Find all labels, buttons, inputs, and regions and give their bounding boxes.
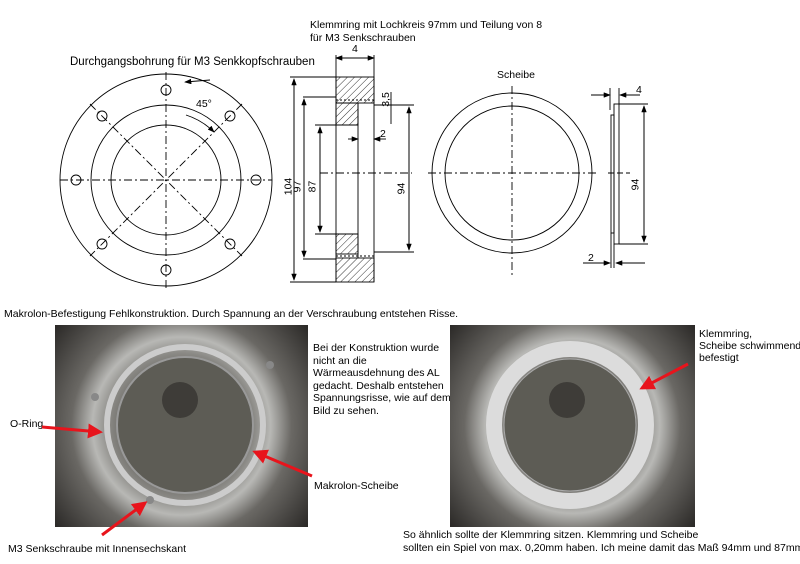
main-caption: Makrolon-Befestigung Fehlkonstruktion. D… bbox=[4, 308, 459, 320]
label-line: Klemmring, bbox=[699, 328, 753, 340]
note-line: Wärmeausdehnung des AL bbox=[313, 367, 440, 379]
photo1-note: Bei der Konstruktion wurde nicht an die … bbox=[313, 342, 451, 417]
note-line: Bei der Konstruktion wurde bbox=[313, 342, 440, 354]
label-line: Scheibe schwimmend bbox=[699, 340, 800, 352]
photo2-caption: So ähnlich sollte der Klemmring sitzen. … bbox=[403, 529, 800, 555]
clamp-ring-section bbox=[290, 55, 414, 283]
note-line: nicht an die bbox=[313, 354, 367, 367]
disc-front-view bbox=[428, 86, 596, 276]
dim-94: 94 bbox=[395, 182, 408, 195]
side-dim-step: 2 bbox=[588, 252, 594, 264]
section-title-line1: Klemmring mit Lochkreis 97mm und Teilung… bbox=[310, 19, 543, 31]
dim-97: 97 bbox=[291, 180, 304, 193]
section-title-line2: für M3 Senkschrauben bbox=[310, 32, 416, 44]
disc-side-view bbox=[583, 88, 648, 268]
disc-title: Scheibe bbox=[497, 69, 535, 81]
flange-title: Durchgangsbohrung für M3 Senkkopfschraub… bbox=[70, 56, 315, 68]
note-line: Bild zu sehen. bbox=[313, 404, 379, 417]
angle-label: 45° bbox=[196, 98, 212, 110]
dim-width: 4 bbox=[352, 43, 358, 55]
note-line: gedacht. Deshalb entstehen bbox=[313, 379, 444, 392]
bolt-holes bbox=[70, 84, 262, 276]
photo-broken-mount bbox=[55, 325, 308, 527]
label-klemmring: Klemmring, Scheibe schwimmend befestigt bbox=[699, 328, 800, 364]
note-line: Spannungsrisse, wie auf dem bbox=[313, 392, 451, 404]
dim-3-5: 3,5 bbox=[379, 92, 392, 107]
dim-step: 2 bbox=[380, 128, 386, 140]
caption-line: So ähnlich sollte der Klemmring sitzen. … bbox=[403, 529, 699, 541]
label-o-ring: O-Ring bbox=[10, 418, 44, 430]
label-m3-screw: M3 Senkschraube mit Innensechskant bbox=[8, 543, 187, 555]
caption-line: sollten ein Spiel von max. 0,20mm haben.… bbox=[403, 542, 800, 554]
side-dim-thick: 4 bbox=[636, 84, 642, 96]
label-makrolon-scheibe: Makrolon-Scheibe bbox=[314, 480, 399, 492]
side-dim-94: 94 bbox=[629, 178, 642, 191]
technical-drawing bbox=[59, 55, 648, 290]
flange-front-view bbox=[59, 72, 273, 290]
photo-clamp-ring bbox=[450, 325, 695, 527]
label-line: befestigt bbox=[699, 352, 739, 364]
dim-87: 87 bbox=[306, 180, 319, 193]
